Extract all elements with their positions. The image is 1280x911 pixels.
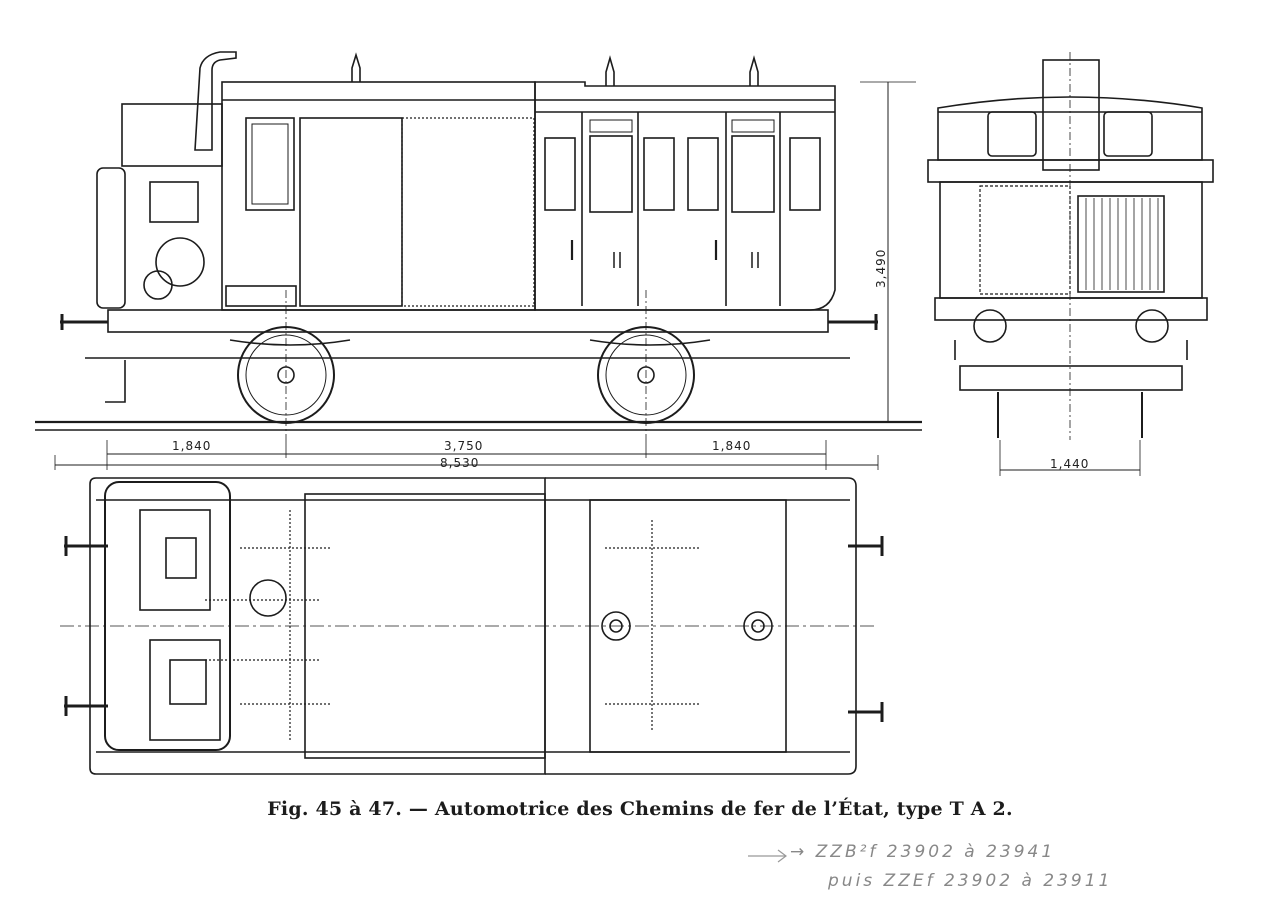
dim-right-overhang: 1,840 xyxy=(712,439,751,453)
handwritten-note-line1: → ZZB²f 23902 à 23941 xyxy=(790,842,1056,862)
plan-view xyxy=(60,477,884,775)
dim-left-overhang: 1,840 xyxy=(172,439,211,453)
dim-track-gauge: 1,440 xyxy=(1050,457,1089,471)
end-elevation xyxy=(927,52,1214,476)
dim-wheelbase: 3,750 xyxy=(444,439,483,453)
side-elevation xyxy=(35,51,922,470)
figure-caption: Fig. 45 à 47. — Automotrice des Chemins … xyxy=(267,798,1013,820)
dim-height: 3,490 xyxy=(874,249,888,288)
arrow-mark xyxy=(748,849,787,863)
handwritten-note-line2: puis ZZEf 23902 à 23911 xyxy=(828,871,1113,891)
dim-overall-length: 8,530 xyxy=(440,456,479,470)
